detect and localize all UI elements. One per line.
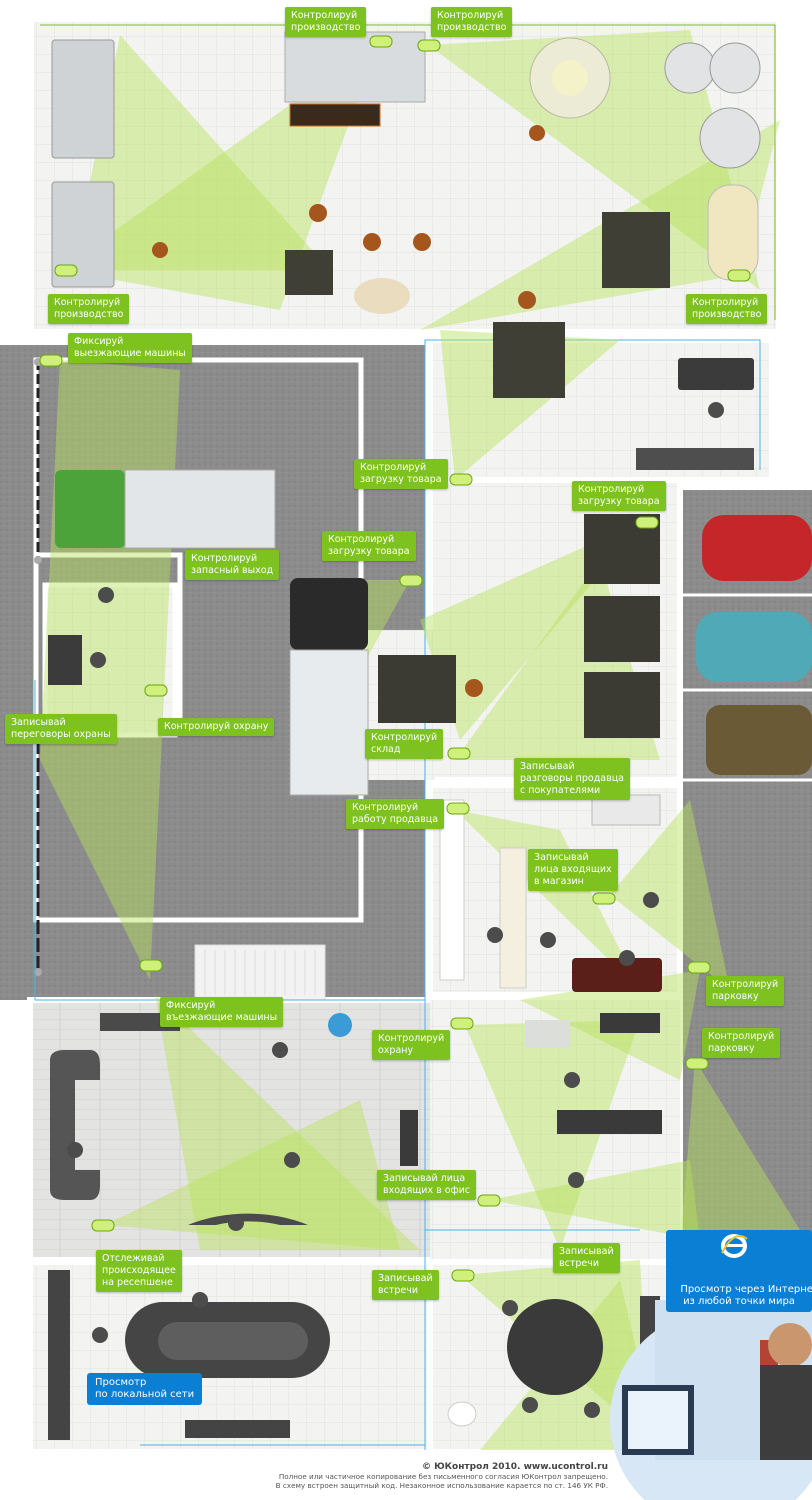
legal-notice: В схему встроен защитный код. Незаконное…	[275, 1481, 608, 1490]
green-truck-cab	[55, 470, 125, 548]
cameras	[39, 35, 751, 1282]
label-control-office-guard: Контролируй охрану	[372, 1030, 451, 1060]
oven-1	[51, 39, 115, 159]
label-control-parking-2: Контролируй парковку	[702, 1028, 781, 1058]
people	[67, 402, 724, 1418]
bread-tray-1	[602, 212, 670, 288]
internet-view-label: Просмотр через Интернет из любой точки м…	[680, 1284, 812, 1307]
office-sofa	[50, 1050, 100, 1200]
label-control-production-left: Контролируй производство	[48, 294, 130, 324]
footer: © ЮКонтрол 2010. www.ucontrol.ru Полное …	[200, 1462, 608, 1490]
teal-car	[696, 612, 812, 682]
label-control-parking-1: Контролируй парковку	[706, 976, 785, 1006]
copy-notice: Полное или частичное копирование без пис…	[278, 1472, 608, 1481]
local-network-view-label: Просмотр по локальной сети	[87, 1373, 203, 1405]
label-record-office-faces: Записывай лица входящих в офис	[377, 1170, 477, 1200]
round-table	[507, 1299, 603, 1395]
brown-car	[706, 705, 812, 775]
label-control-production-right: Контролируй производство	[686, 294, 768, 324]
label-control-loading-right: Контролируй загрузку товара	[572, 481, 666, 511]
internet-view-badge: Просмотр через Интернет из любой точки м…	[666, 1230, 812, 1312]
internet-explorer-icon	[721, 1234, 748, 1258]
dough-machine	[284, 31, 426, 103]
label-control-production-top-right: Контролируй производство	[431, 7, 513, 37]
label-record-shop-faces: Записывай лица входящих в магазин	[528, 849, 618, 891]
copyright: © ЮКонтрол 2010. www.ucontrol.ru	[421, 1462, 608, 1472]
reception-desk	[188, 1213, 308, 1225]
label-control-loading-mid: Контролируй загрузку товара	[322, 531, 416, 561]
label-control-spare-exit: Контролируй запасный выход	[185, 550, 280, 580]
label-record-meetings-right: Записывай встречи	[553, 1243, 620, 1273]
red-car	[702, 515, 812, 581]
label-record-entering-trucks: Фиксируй въезжающие машины	[160, 997, 284, 1027]
truck-cab	[290, 578, 368, 650]
bread-tray-2	[493, 322, 565, 398]
label-control-guard: Контролируй охрану	[158, 718, 275, 736]
label-control-seller-work: Контролируй работу продавца	[346, 799, 445, 829]
label-record-seller-talks: Записывай разговоры продавца с покупател…	[514, 758, 630, 800]
sofa	[572, 958, 662, 992]
label-control-warehouse: Контролируй склад	[365, 729, 444, 759]
label-record-meetings-left: Записывай встречи	[372, 1270, 439, 1300]
workers	[152, 125, 545, 697]
oven-2	[51, 181, 115, 288]
label-control-loading-center: Контролируй загрузку товара	[354, 459, 448, 489]
label-record-exiting-trucks: Фиксируй выезжающие машины	[68, 333, 192, 363]
label-record-guard-talks: Записывай переговоры охраны	[5, 714, 117, 744]
laptop-user	[610, 1300, 812, 1500]
label-control-production-top-left: Контролируй производство	[285, 7, 367, 37]
label-track-reception: Отслеживай происходящее на ресепшене	[96, 1250, 182, 1292]
conference-table	[125, 1302, 330, 1378]
